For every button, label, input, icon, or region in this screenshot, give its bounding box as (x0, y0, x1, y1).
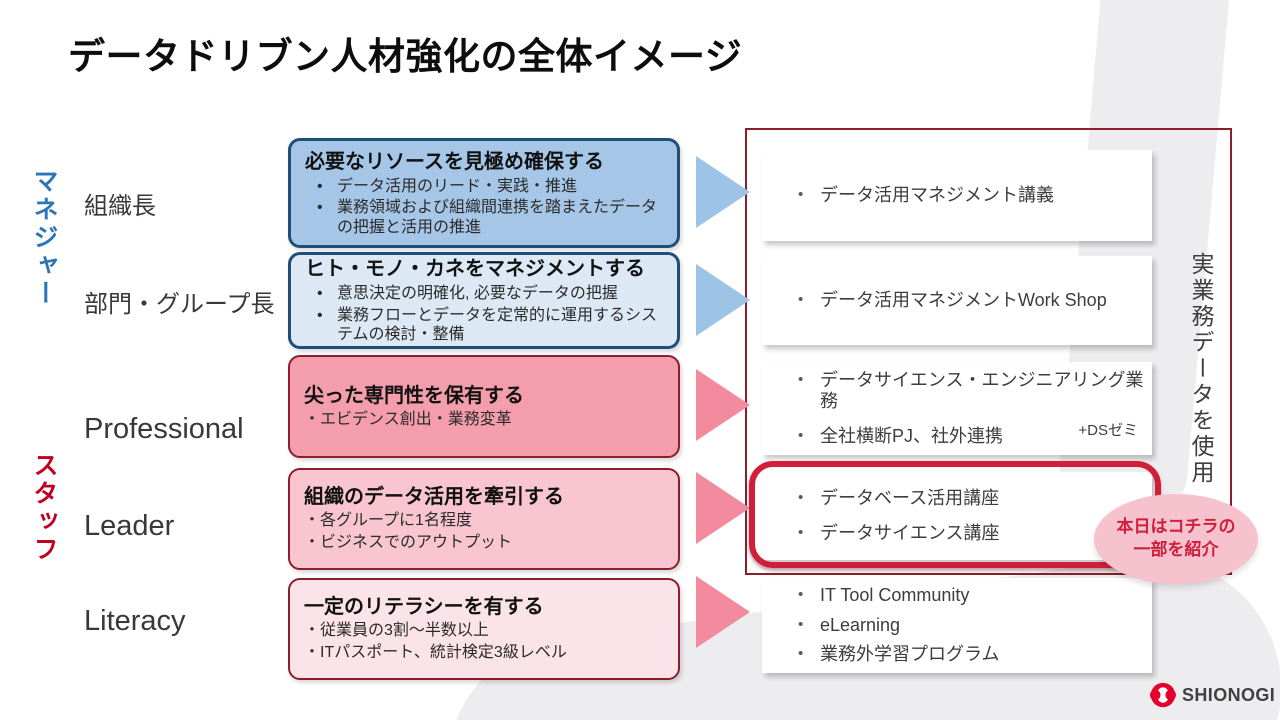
program-note-ds-seminar: +DSゼミ (1078, 422, 1138, 439)
capability-heading: 一定のリテラシーを有する (304, 596, 544, 619)
shionogi-mark-icon (1150, 682, 1176, 708)
capability-heading: 尖った専門性を保有する (304, 384, 524, 407)
role-label-leader: Leader (84, 510, 175, 542)
page-title: データドリブン人材強化の全体イメージ (68, 36, 743, 77)
capability-bullet: 各グループに1名程度 (304, 510, 666, 532)
group-label-staff: スタッフ (30, 452, 58, 564)
role-label-literacy: Literacy (84, 605, 186, 637)
arrow-right-icon (696, 472, 750, 544)
program-item: データ活用マネジメント講義 (798, 185, 1152, 207)
role-label-soshikicho: 組織長 (84, 193, 156, 220)
program-item: データサイエンス・エンジニアリング業務 (798, 370, 1152, 413)
capability-box-soshikicho: 必要なリソースを見極め確保する データ活用のリード・実践・推進 業務領域および組… (288, 138, 680, 248)
callout-text-line2: 一部を紹介 (1133, 540, 1219, 559)
capability-box-leader: 組織のデータ活用を牽引する 各グループに1名程度 ビジネスでのアウトプット (288, 468, 680, 570)
program-box-bumon-group-cho: データ活用マネジメントWork Shop (762, 256, 1152, 345)
capability-heading: 必要なリソースを見極め確保する (305, 150, 604, 173)
program-item: 全社横断PJ、社外連携 (798, 426, 1152, 448)
program-box-leader: データベース活用講座 データサイエンス講座 (762, 472, 1152, 560)
capability-bullet: 従業員の3割～半数以上 (304, 620, 666, 642)
program-item: eLearning (798, 615, 1152, 637)
program-item: データベース活用講座 (798, 488, 1152, 510)
role-label-professional: Professional (84, 413, 244, 445)
capability-box-literacy: 一定のリテラシーを有する 従業員の3割～半数以上 ITパスポート、統計検定3級レ… (288, 578, 680, 680)
role-label-bumon-group-cho: 部門・グループ長 (84, 291, 275, 318)
program-item: データサイエンス講座 (798, 523, 1152, 545)
group-label-manager: マネジャー (30, 168, 58, 308)
capability-heading: 組織のデータ活用を牽引する (304, 486, 564, 509)
arrow-right-icon (696, 369, 750, 441)
today-callout-bubble: 本日はコチラの 一部を紹介 (1094, 494, 1258, 584)
arrow-right-icon (696, 264, 750, 336)
company-logo: SHIONOGI (1150, 682, 1275, 708)
capability-box-bumon-group-cho: ヒト・モノ・カネをマネジメントする 意思決定の明確化, 必要なデータの把握 業務… (288, 252, 680, 349)
program-item: データ活用マネジメントWork Shop (798, 290, 1152, 312)
training-panel-frame (745, 128, 1232, 575)
program-box-professional: データサイエンス・エンジニアリング業務 全社横断PJ、社外連携 +DSゼミ (762, 362, 1152, 455)
capability-bullet: 業務領域および組織間連携を踏まえたデータの把握と活用の推進 (305, 198, 665, 237)
capability-bullet: ITパスポート、統計検定3級レベル (304, 642, 666, 664)
program-box-literacy: IT Tool Community eLearning 業務外学習プログラム (762, 578, 1152, 673)
program-item: 業務外学習プログラム (798, 644, 1152, 666)
capability-bullet: 業務フローとデータを定常的に運用するシステムの検討・整備 (305, 306, 665, 345)
arrow-right-icon (696, 156, 750, 228)
capability-bullet: 意思決定の明確化, 必要なデータの把握 (305, 284, 665, 304)
panel-side-note: 実業務データを使用 (1188, 252, 1214, 486)
program-box-soshikicho: データ活用マネジメント講義 (762, 150, 1152, 241)
capability-bullet: データ活用のリード・実践・推進 (305, 177, 665, 197)
capability-box-professional: 尖った専門性を保有する エビデンス創出・業務変革 (288, 355, 680, 458)
callout-text-line1: 本日はコチラの (1116, 517, 1236, 537)
capability-bullet: ビジネスでのアウトプット (304, 532, 666, 554)
capability-heading: ヒト・モノ・カネをマネジメントする (305, 258, 645, 281)
capability-bullet: エビデンス創出・業務変革 (304, 409, 666, 431)
program-item: IT Tool Community (798, 585, 1152, 607)
logo-text: SHIONOGI (1182, 684, 1276, 705)
